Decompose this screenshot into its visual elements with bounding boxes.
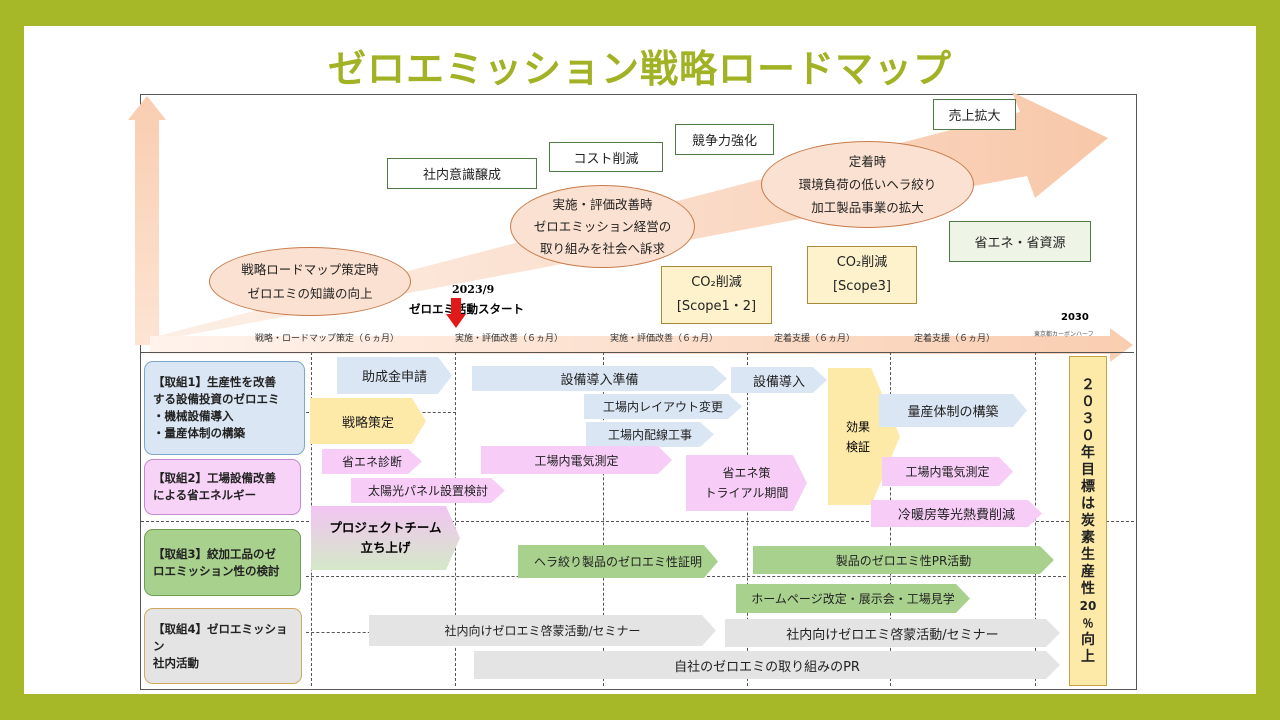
goal-char: 標 (1081, 478, 1095, 495)
goal-char: 20 (1079, 598, 1097, 613)
oval-strategy-line2: ゼロエミの知識の向上 (247, 285, 373, 301)
grid-vline-4 (747, 352, 748, 686)
oval-implementation-line3: 取り組みを社会へ訴求 (539, 240, 665, 256)
grid-connector-2 (306, 632, 376, 633)
end-year: 2030 (1061, 312, 1089, 323)
box-co2-scope12: CO₂削減 [Scope1・2] (661, 266, 772, 324)
task-mass-production: 量産体制の構築 (879, 394, 1027, 427)
oval-establishment-line3: 加工製品事業の拡大 (811, 200, 924, 215)
task-zeroemi-proof: ヘラ絞り製品のゼロエミ性証明 (518, 545, 718, 578)
goal-char: 炭 (1081, 512, 1095, 529)
oval-strategy-line1: 戦略ロードマップ策定時 (241, 261, 379, 277)
project-team-line1: プロジェクトチーム (329, 520, 442, 535)
end-note: 東京都カーボンハーフ (1034, 331, 1094, 338)
row-label-3: 【取組3】絞加工品のゼ ロエミッション性の検討 (144, 529, 301, 596)
row1-line1: 【取組1】生産性を改善 (153, 375, 277, 389)
effect-verify-line2: 検証 (845, 439, 870, 454)
row-label-2: 【取組2】工場設備改善 による省エネルギー (144, 459, 301, 515)
oval-establishment-phase: 定着時 環境負荷の低いヘラ絞り 加工製品事業の拡大 (761, 141, 974, 228)
box-internal-awareness: 社内意識醸成 (387, 158, 537, 189)
co2-scope3-line1: CO₂削減 (836, 255, 888, 270)
task-power-measurement-2: 工場内電気測定 (882, 457, 1013, 486)
goal-char: 年 (1081, 444, 1095, 461)
box-competitiveness: 競争力強化 (675, 124, 774, 155)
vertical-axis-arrow (128, 96, 166, 345)
goal-char: は (1081, 495, 1095, 512)
row3-line2: ロエミッション性の検討 (153, 563, 280, 578)
box-cost-reduction: コスト削減 (549, 142, 663, 172)
phase-1: 戦略・ロードマップ策定（６ヵ月） (255, 334, 400, 344)
task-project-team-launch: プロジェクトチーム 立ち上げ (311, 506, 460, 570)
task-product-pr: 製品のゼロエミ性PR活動 (753, 546, 1054, 574)
task-power-measurement-1: 工場内電気測定 (481, 446, 672, 474)
goal-2030-box: ２ ０ ３ ０ 年 目 標 は 炭 素 生 産 性 20 ％ 向 上 (1069, 356, 1107, 686)
oval-implementation-line1: 実施・評価改善時 (552, 196, 653, 212)
row1-line3: ・機械設備導入 (153, 409, 234, 423)
row1-line4: ・量産体制の構築 (153, 426, 245, 440)
oval-implementation-line2: ゼロエミッション経営の (533, 218, 672, 234)
project-team-line2: 立ち上げ (360, 540, 411, 555)
task-solar-panel-study: 太陽光パネル設置検討 (351, 478, 505, 503)
page-title: ゼロエミッション戦略ロードマップ (327, 47, 952, 91)
phase-3: 実施・評価改善（６ヵ月） (610, 334, 719, 344)
co2-scope12-line2: [Scope1・2] (676, 299, 757, 314)
task-energy-trial: 省エネ策 トライアル期間 (686, 455, 807, 511)
goal-char: 産 (1081, 563, 1095, 580)
box-co2-scope3: CO₂削減 [Scope3] (807, 246, 917, 304)
goal-char: 性 (1081, 580, 1095, 597)
task-company-pr: 自社のゼロエミの取り組みのPR (474, 651, 1060, 679)
row4-line1: 【取組4】ゼロエミッション (153, 621, 288, 653)
grid-row-divider-1 (141, 521, 1134, 522)
task-equipment-preparation: 設備導入準備 (472, 366, 727, 391)
goal-char: ０ (1081, 427, 1095, 444)
start-date: 2023/9 (452, 283, 495, 296)
row4-line2: 社内活動 (153, 655, 199, 670)
effect-verify-line1: 効果 (845, 419, 870, 434)
co2-scope12-line1: CO₂削減 (691, 275, 742, 290)
oval-strategy-phase: 戦略ロードマップ策定時 ゼロエミの知識の向上 (209, 247, 411, 316)
goal-char: 上 (1081, 648, 1095, 665)
goal-char: 生 (1081, 546, 1095, 563)
grid-top-line (141, 352, 1134, 353)
task-strategy-planning: 戦略策定 (310, 398, 426, 444)
box-energy-saving: 省エネ・省資源 (949, 221, 1091, 262)
goal-char: 目 (1081, 461, 1095, 478)
task-equipment-installation: 設備導入 (731, 367, 827, 393)
phase-4: 定着支援（６ヵ月） (774, 334, 856, 344)
goal-char: 向 (1081, 631, 1095, 648)
task-wiring-work: 工場内配線工事 (586, 422, 714, 447)
row-label-4: 【取組4】ゼロエミッション 社内活動 (144, 608, 302, 684)
goal-char: ３ (1081, 410, 1095, 427)
row3-line1: 【取組3】絞加工品のゼ (153, 546, 277, 561)
task-layout-change: 工場内レイアウト変更 (584, 394, 742, 419)
grid-vline-3 (603, 352, 604, 686)
phase-2: 実施・評価改善（６ヵ月） (455, 334, 564, 344)
goal-char: ２ (1081, 376, 1095, 393)
energy-trial-line1: 省エネ策 (722, 466, 771, 480)
oval-establishment-line1: 定着時 (848, 154, 887, 169)
start-label: ゼロエミ活動スタート (409, 302, 524, 316)
row1-line2: する設備投資のゼロエミ (153, 392, 280, 406)
energy-trial-line2: トライアル期間 (704, 486, 789, 500)
task-seminar-2: 社内向けゼロエミ啓蒙活動/セミナー (725, 619, 1060, 647)
task-subsidy-application: 助成金申請 (337, 357, 452, 394)
task-hvac-cost-reduction: 冷暖房等光熱費削減 (871, 500, 1042, 527)
row2-line1: 【取組2】工場設備改善 (153, 471, 277, 485)
oval-establishment-line2: 環境負荷の低いヘラ絞り (798, 177, 937, 192)
phase-5: 定着支援（６ヵ月） (914, 334, 996, 344)
goal-char: ０ (1081, 393, 1095, 410)
box-sales-expansion: 売上拡大 (933, 99, 1016, 130)
task-seminar-1: 社内向けゼロエミ啓蒙活動/セミナー (369, 615, 716, 646)
row2-line2: による省エネルギー (153, 488, 257, 502)
row-label-1: 【取組1】生産性を改善 する設備投資のゼロエミ ・機械設備導入 ・量産体制の構築 (144, 361, 305, 455)
goal-char: 素 (1081, 529, 1095, 546)
goal-char: ％ (1082, 616, 1094, 630)
horizontal-axis-arrow (150, 328, 1133, 362)
co2-scope3-line2: [Scope3] (832, 279, 892, 294)
oval-implementation-phase: 実施・評価改善時 ゼロエミッション経営の 取り組みを社会へ訴求 (510, 185, 695, 268)
task-hp-exhibition: ホームページ改定・展示会・工場見学 (736, 584, 970, 613)
task-energy-diagnosis: 省エネ診断 (322, 449, 422, 474)
start-marker-icon (446, 298, 466, 328)
grid-vline-2 (455, 352, 456, 686)
